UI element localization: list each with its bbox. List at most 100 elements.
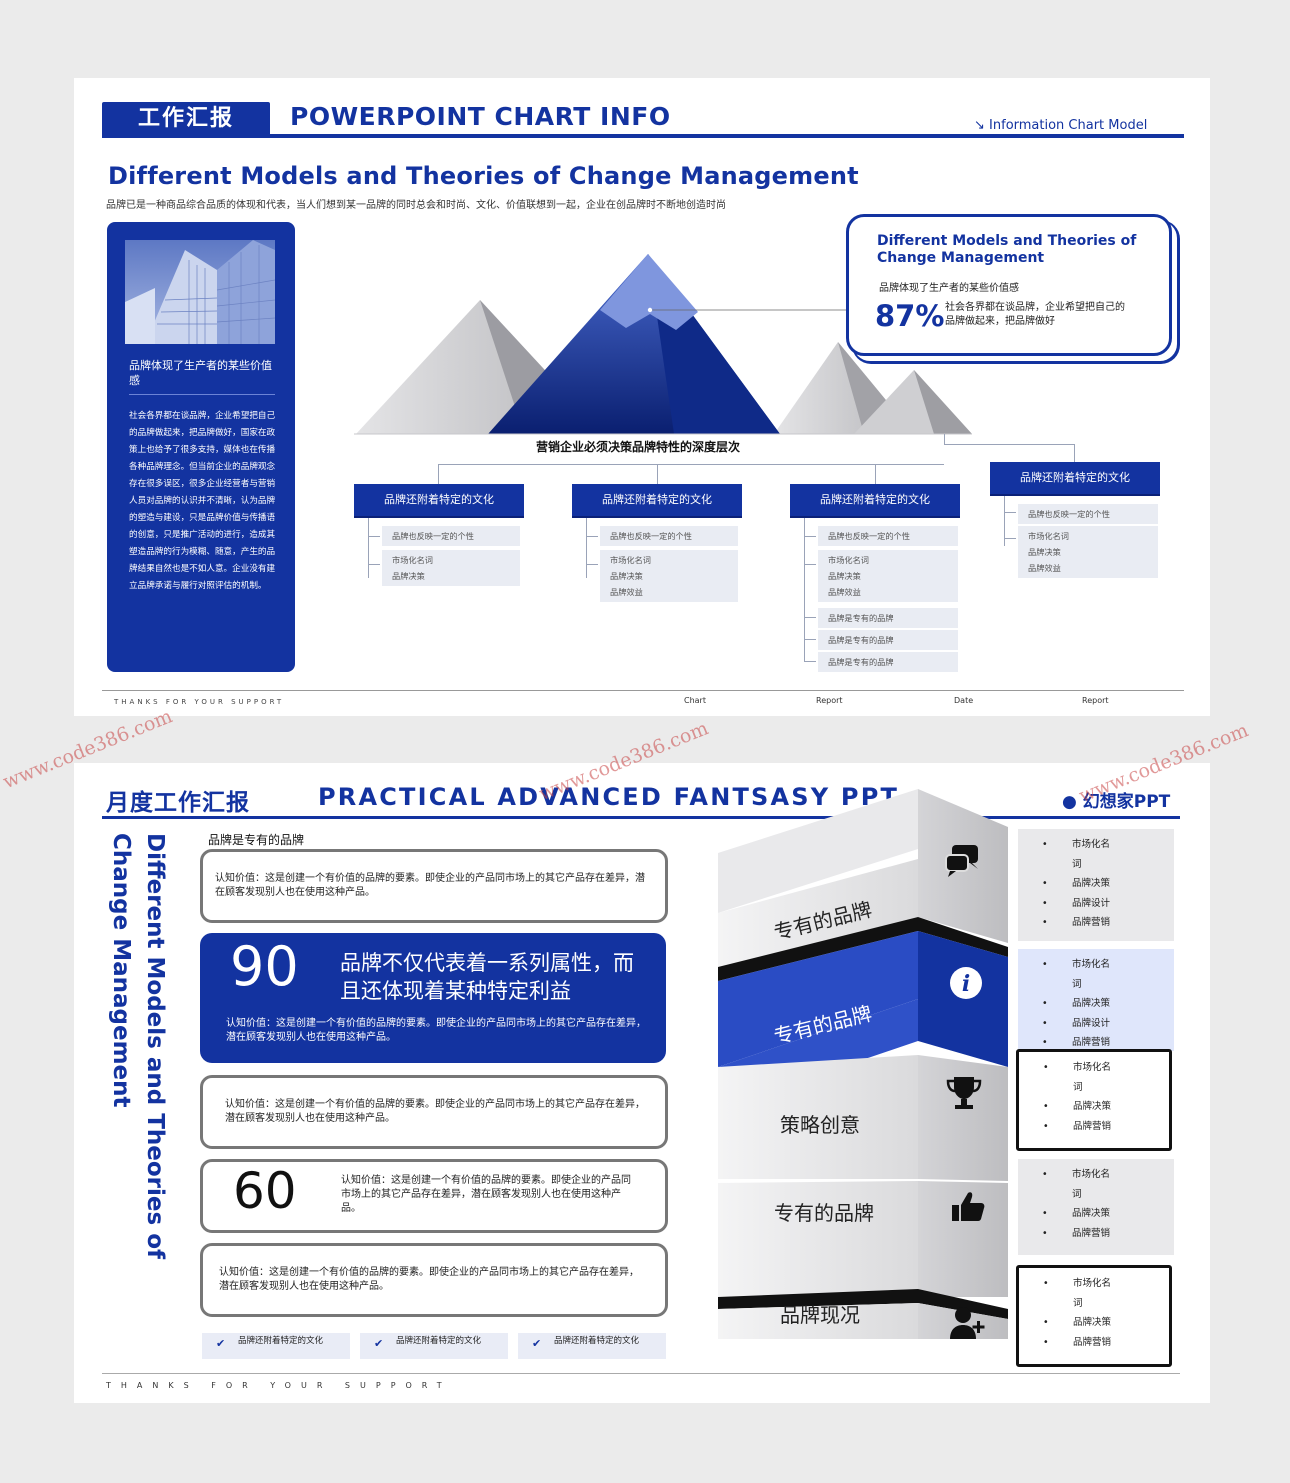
page-title: Different Models and Theories of Change … xyxy=(108,162,859,190)
check-icon: ✔ xyxy=(374,1337,384,1350)
header-right: ↘ Information Chart Model xyxy=(974,118,1147,133)
row-text: 认知价值：这是创建一个有价值的品牌的要素。即使企业的产品同市场上的其它产品存在差… xyxy=(215,873,645,898)
connector xyxy=(1074,444,1075,462)
footer-rule xyxy=(102,1373,1180,1374)
arrow-down-right-icon: ↘ xyxy=(974,118,985,133)
row-text: 认知价值：这是创建一个有价值的品牌的要素。即使企业的产品同市场上的其它产品存在差… xyxy=(341,1175,631,1214)
connector xyxy=(368,518,369,578)
detail-box-3: 市场化名 词 品牌决策 品牌营销 xyxy=(1016,1049,1172,1151)
detail-box-5: 市场化名 词 品牌决策 品牌营销 xyxy=(1016,1265,1172,1367)
mountain-illustration xyxy=(354,254,972,435)
connector xyxy=(586,518,587,578)
row-text: 认知价值：这是创建一个有价值的品牌的要素。即使企业的产品同市场上的其它产品存在差… xyxy=(225,1099,645,1124)
detail-item: 词 xyxy=(1072,978,1082,990)
vertical-title-text: Different Models and Theories of Change … xyxy=(108,833,168,1260)
section-tag: 工作汇报 xyxy=(102,102,270,136)
connector xyxy=(438,464,944,465)
detail-box-1: 市场化名 词 品牌决策 品牌设计 品牌营销 xyxy=(1018,829,1174,941)
connector xyxy=(586,564,598,565)
connector xyxy=(875,464,876,484)
footer-chart: Chart xyxy=(684,696,706,705)
connector xyxy=(1004,496,1005,546)
check-text: 品牌还附着特定的文化 xyxy=(238,1336,324,1346)
sub-item: 市场化名词 品牌决策 品牌效益 xyxy=(818,550,958,602)
detail-item: 市场化名 xyxy=(1042,1165,1174,1185)
connector xyxy=(804,639,816,640)
callout-title: Different Models and Theories of Change … xyxy=(877,233,1137,266)
page-subtitle: 品牌已是一种商品综合品质的体现和代表，当人们想到某一品牌的同时总会和时尚、文化、… xyxy=(106,200,726,211)
vertical-title: Different Models and Theories of Change … xyxy=(104,833,184,1263)
column-head: 品牌还附着特定的文化 xyxy=(572,484,742,518)
detail-item: 市场化名 xyxy=(1042,955,1174,975)
add-user-icon xyxy=(950,1307,985,1339)
row-number: 60 xyxy=(233,1162,297,1220)
step-label-4: 专有的品牌 xyxy=(774,1201,874,1225)
check-item-1: ✔ 品牌还附着特定的文化 xyxy=(202,1333,350,1359)
detail-item: 品牌设计 xyxy=(1042,1014,1174,1034)
detail-item: 品牌决策 xyxy=(1042,1204,1174,1224)
detail-item: 品牌决策 xyxy=(1042,994,1174,1014)
connector xyxy=(438,464,439,484)
left-panel: 品牌体现了生产者的某些价值感 社会各界都在谈品牌，企业希望把自己的品牌做起来，把… xyxy=(107,222,295,672)
detail-item: 品牌营销 xyxy=(1042,913,1174,933)
detail-box-4: 市场化名 词 品牌决策 品牌营销 xyxy=(1018,1159,1174,1255)
footer-rule xyxy=(102,690,1184,691)
sub-item: 市场化名词 品牌决策 xyxy=(382,550,520,586)
detail-item: 品牌营销 xyxy=(1043,1117,1169,1137)
step-label-5: 品牌现况 xyxy=(780,1303,860,1327)
step-label-3: 策略创意 xyxy=(780,1113,860,1137)
detail-item: 市场化名 xyxy=(1043,1274,1169,1294)
connector xyxy=(944,444,1074,445)
footer-thanks: THANKS FOR YOUR SUPPORT xyxy=(114,698,285,706)
header-rule xyxy=(102,134,1184,138)
slide-2: 月度工作汇报 PRACTICAL ADVANCED FANTSASY PPT ●… xyxy=(74,763,1210,1403)
column-head: 品牌还附着特定的文化 xyxy=(790,484,960,518)
chat-bubbles-icon xyxy=(945,845,978,877)
header-title: POWERPOINT CHART INFO xyxy=(290,102,671,131)
callout-desc: 社会各界都在谈品牌，企业希望把自己的品牌做起来，把品牌做好 xyxy=(945,302,1125,327)
detail-item: 品牌决策 xyxy=(1043,1313,1169,1333)
detail-item: 品牌营销 xyxy=(1042,1224,1174,1244)
detail-item: 词 xyxy=(1073,1297,1083,1309)
detail-item: 市场化名 xyxy=(1043,1058,1169,1078)
column-head: 品牌还附着特定的文化 xyxy=(354,484,524,518)
check-text: 品牌还附着特定的文化 xyxy=(554,1336,640,1346)
callout-percent: 87% xyxy=(875,299,945,333)
check-text: 品牌还附着特定的文化 xyxy=(396,1336,482,1346)
left-panel-body: 社会各界都在谈品牌，企业希望把自己的品牌做起来，把品牌做好，国家在政策上也给予了… xyxy=(129,411,276,591)
check-item-3: ✔ 品牌还附着特定的文化 xyxy=(518,1333,666,1359)
brand-name: 幻想家PPT xyxy=(1082,792,1171,812)
sub-item: 品牌也反映一定的个性 xyxy=(818,526,958,546)
detail-box-2: 市场化名 词 品牌决策 品牌设计 品牌营销 xyxy=(1018,949,1174,1051)
footer-date: Date xyxy=(954,696,974,705)
slide-title: PRACTICAL ADVANCED FANTSASY PPT xyxy=(318,783,900,811)
footer-thanks: THANKS FOR YOUR SUPPORT xyxy=(106,1381,452,1390)
connector xyxy=(944,434,945,444)
bulb-icon: ● xyxy=(1062,792,1077,812)
detail-item: 品牌设计 xyxy=(1042,894,1174,914)
detail-item: 品牌营销 xyxy=(1042,1033,1174,1051)
row-text: 认知价值：这是创建一个有价值的品牌的要素。即使企业的产品同市场上的其它产品存在差… xyxy=(226,1018,646,1043)
check-icon: ✔ xyxy=(216,1337,226,1350)
detail-item: 市场化名 xyxy=(1042,835,1174,855)
info-row-2-highlight: 90 品牌不仅代表着一系列属性，而且还体现着某种特定利益 认知价值：这是创建一个… xyxy=(200,933,666,1063)
connector xyxy=(804,617,816,618)
building-photo xyxy=(125,240,275,344)
section-tag: 月度工作汇报 xyxy=(106,790,250,816)
hierarchy-column-4: 品牌还附着特定的文化 品牌也反映一定的个性 市场化名词 品牌决策 品牌效益 xyxy=(990,462,1160,578)
row-text: 认知价值：这是创建一个有价值的品牌的要素。即使企业的产品同市场上的其它产品存在差… xyxy=(219,1267,639,1292)
connector xyxy=(804,564,816,565)
detail-item: 品牌决策 xyxy=(1042,874,1174,894)
sub-item: 品牌是专有的品牌 xyxy=(818,608,958,628)
connector xyxy=(368,536,380,537)
info-row-1: 认知价值：这是创建一个有价值的品牌的要素。即使企业的产品同市场上的其它产品存在差… xyxy=(200,849,668,923)
svg-text:i: i xyxy=(962,971,970,997)
connector xyxy=(657,464,658,484)
connector xyxy=(586,536,598,537)
sub-item: 品牌也反映一定的个性 xyxy=(382,526,520,546)
hierarchy-title: 营销企业必须决策品牌特性的深度层次 xyxy=(536,440,741,454)
callout-subtitle: 品牌体现了生产者的某些价值感 xyxy=(879,283,1019,294)
hierarchy-column-2: 品牌还附着特定的文化 品牌也反映一定的个性 市场化名词 品牌决策 品牌效益 xyxy=(572,484,742,602)
row-headline: 品牌不仅代表着一系列属性，而且还体现着某种特定利益 xyxy=(340,951,634,1003)
sub-item: 市场化名词 品牌决策 品牌效益 xyxy=(600,550,738,602)
